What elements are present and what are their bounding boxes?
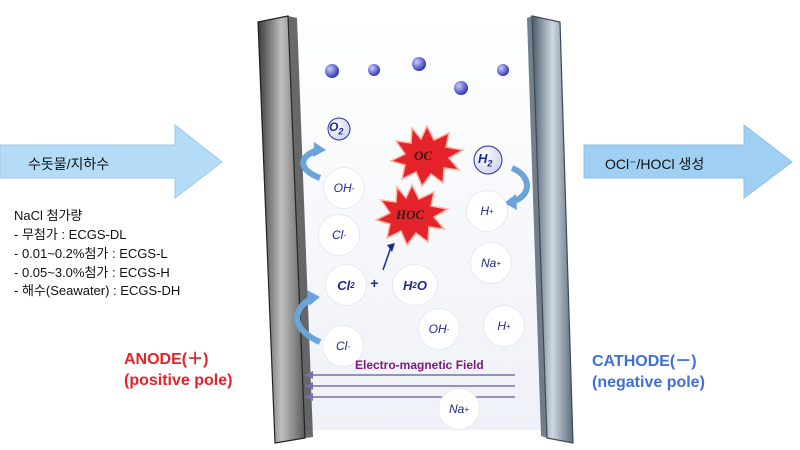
anode-label: ANODE(＋) (positive pole) [124,350,232,392]
anode-line-2: (positive pole) [124,371,233,389]
ion-na-plus-1: Na+ [470,242,512,284]
cathode-line-2: (negative pole) [592,373,705,391]
o2-sphere [327,117,351,141]
h2-label: H2 [478,151,493,169]
cathode-line-1: CATHODE(－) [592,353,697,370]
ion-na-plus-2: Na+ [438,388,480,430]
output-arrow [583,123,793,199]
h2-sphere [473,145,503,175]
oc-label: OC [414,148,433,163]
input-label: 수돗물/지하수 [28,156,110,172]
nacl-line-3: - 0.05~3.0%첨가 : ECGS-H [14,264,170,280]
hoc-label: HOC [396,207,425,222]
cathode-label: CATHODE(－) (negative pole) [592,352,705,394]
output-label: OCl⁻/HOCl 생성 [605,156,705,172]
curved-arrow-top-right [510,165,530,205]
nacl-line-1: - 무첨가 : ECGS-DL [14,226,127,242]
nacl-title: NaCl 첨가량 [14,208,83,223]
plus-sign: + [370,275,379,291]
input-arrow [0,123,223,200]
anode-line-1: ANODE(＋) [124,351,209,368]
field-lines [305,374,515,398]
curved-arrow-bottom-left [294,295,322,345]
ion-oh-1: OH- [323,167,365,209]
ion-cl-minus-2: Cl- [322,325,364,367]
hoc-starburst [373,183,451,247]
nacl-line-4: - 해수(Seawater) : ECGS-DH [14,283,181,299]
ion-cl-minus-1: Cl- [318,214,360,256]
field-label: Electro-magnetic Field [355,358,484,372]
ion-oh-2: OH- [418,308,460,350]
nacl-line-2: - 0.01~0.2%첨가 : ECGS-L [14,245,168,261]
nacl-info: NaCl 첨가량 - 무첨가 : ECGS-DL - 0.01~0.2%첨가 :… [14,207,180,301]
gas-bubbles [325,57,509,95]
reaction-arrow [382,246,392,271]
oc-starburst [388,124,466,188]
o2-label: O2 [329,120,344,137]
ion-h-plus-2: H+ [483,305,525,347]
ion-h-plus-1: H+ [466,190,508,232]
